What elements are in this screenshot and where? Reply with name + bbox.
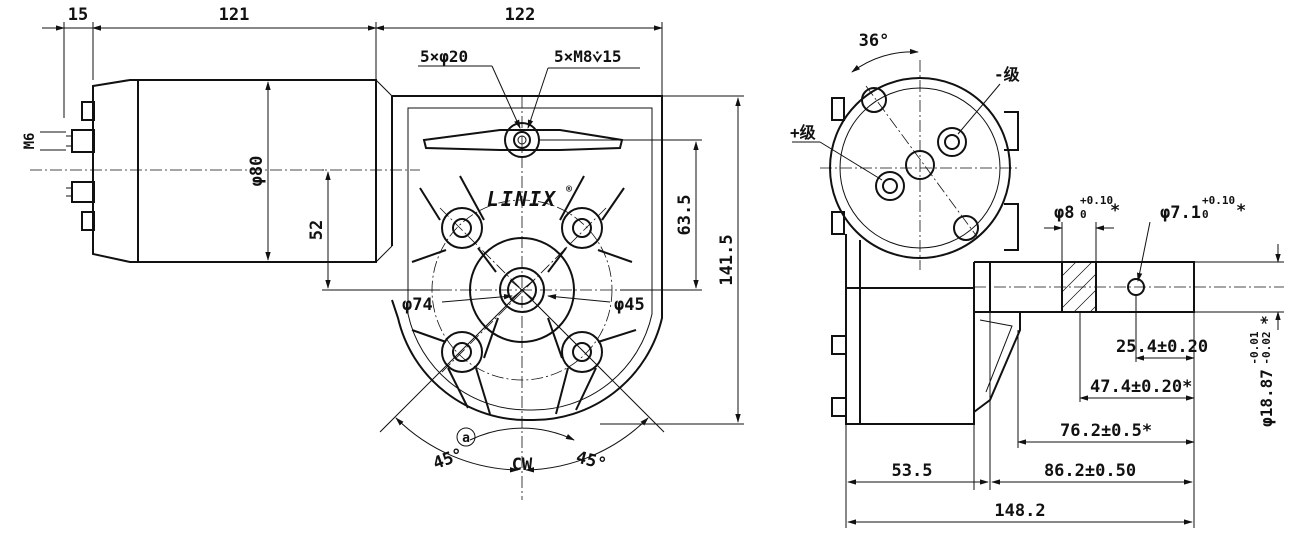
mounting-boss-tr: [547, 175, 633, 273]
dim-M6: M6: [22, 133, 38, 150]
top-dimension-chain: 15 121 122: [42, 5, 663, 118]
dim-phi7-1-star: *: [1236, 201, 1246, 221]
motor-end-view: 36° -级 +级: [790, 31, 1021, 270]
rotation-cw-label: CW: [512, 455, 533, 475]
angle-45-left: 45°: [430, 445, 466, 474]
mounting-boss-bl: [411, 317, 499, 415]
gearbox-dimensions: 63.5 141.5 52 φ74 φ45: [307, 95, 744, 425]
dim-121: 121: [219, 5, 250, 25]
output-shaft: [974, 261, 1284, 313]
dim-53-5: 53.5: [892, 461, 933, 481]
dim-phi8: φ8: [1054, 203, 1074, 223]
motor-body: φ80: [30, 79, 420, 263]
dim-63-5: 63.5: [675, 195, 695, 236]
side-view: 36° -级 +级: [790, 31, 1284, 528]
callout-5xM8: 5×M8⩒15: [554, 47, 622, 66]
side-dimensions: φ8 +0.10 0 * φ7.1 +0.10 0 * 25.4±0.20 47…: [845, 194, 1284, 528]
dim-phi8-tol-low: 0: [1080, 208, 1087, 221]
dim-shaft-tol-up: -0.01: [1248, 331, 1261, 364]
dim-15: 15: [68, 5, 88, 25]
dim-47-4: 47.4±0.20*: [1090, 377, 1192, 397]
dim-phi80: φ80: [247, 156, 267, 187]
dim-148-2: 148.2: [994, 501, 1045, 521]
label-minus-stage: -级: [994, 65, 1021, 84]
angle-45-right: 45°: [574, 448, 609, 475]
dim-52: 52: [307, 220, 327, 240]
dim-phi74: φ74: [402, 295, 433, 315]
dim-phi45: φ45: [614, 295, 645, 315]
dim-phi8-star: *: [1110, 201, 1120, 221]
dim-phi8-tol-up: +0.10: [1080, 194, 1113, 207]
dim-shaft-star: *: [1257, 315, 1276, 325]
angle-36: 36°: [859, 31, 890, 51]
note-a: a: [462, 431, 470, 446]
dim-phi7-1-tol-low: 0: [1202, 208, 1209, 221]
front-view: 15 121 122 5×φ20 5×M8⩒15 M6: [22, 5, 744, 500]
dim-76-2: 76.2±0.5*: [1060, 421, 1152, 441]
callout-5xphi20: 5×φ20: [420, 47, 468, 66]
mounting-boss-br: [547, 317, 637, 415]
brand-logo: LINIX: [487, 187, 557, 211]
label-plus-stage: +级: [790, 123, 817, 142]
dim-141-5: 141.5: [717, 234, 737, 285]
dim-phi7-1: φ7.1: [1160, 203, 1201, 223]
brand-reg-mark: ®: [566, 184, 573, 195]
gearbox-housing: LINIX ®: [391, 95, 700, 500]
dim-25-4: 25.4±0.20: [1116, 337, 1208, 357]
hole-callouts: 5×φ20 5×M8⩒15: [418, 47, 640, 129]
dim-122: 122: [505, 5, 536, 25]
mounting-boss-tl: [411, 175, 497, 273]
motor-terminals: M6: [22, 101, 95, 231]
dim-phi7-1-tol-up: +0.10: [1202, 194, 1235, 207]
dim-shaft-dia: φ18.87: [1257, 369, 1276, 427]
dim-shaft-tol-low: -0.02: [1260, 331, 1273, 364]
dim-86-2: 86.2±0.50: [1044, 461, 1136, 481]
